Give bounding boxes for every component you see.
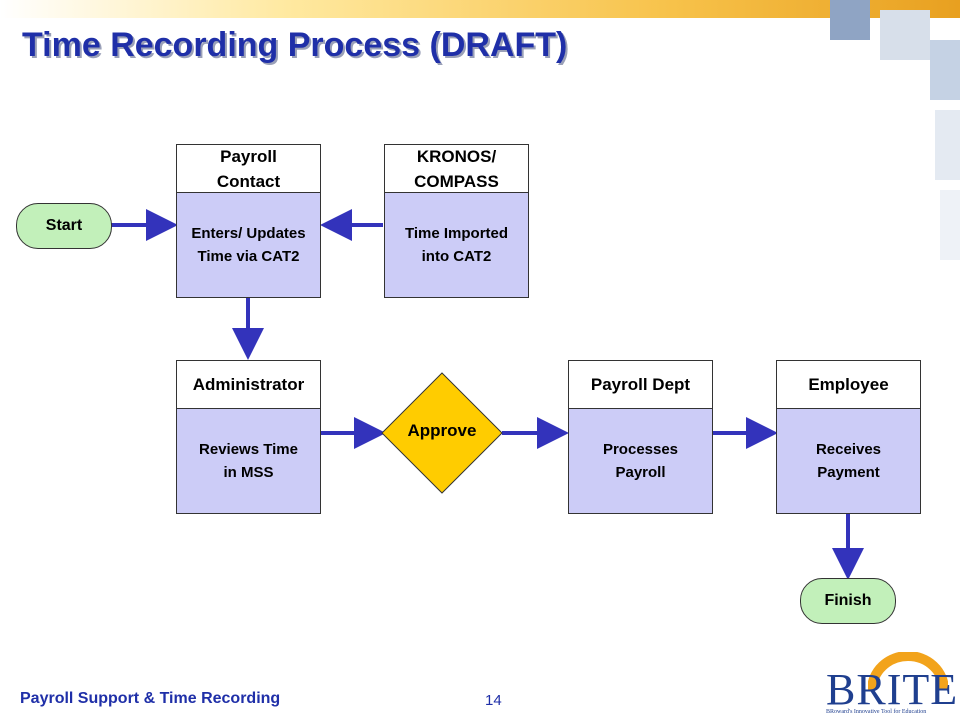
decorative-block bbox=[935, 110, 960, 180]
payroll-contact-header: Payroll Contact bbox=[177, 145, 320, 193]
employee-box: Employee Receives Payment bbox=[776, 360, 921, 514]
payroll-dept-header: Payroll Dept bbox=[569, 361, 712, 409]
footer-title: Payroll Support & Time Recording bbox=[20, 690, 281, 707]
payroll-dept-body: Processes Payroll bbox=[569, 409, 712, 513]
start-label: Start bbox=[45, 217, 83, 234]
administrator-body: Reviews Time in MSS bbox=[177, 409, 320, 513]
approve-label: Approve bbox=[407, 421, 477, 440]
administrator-header: Administrator bbox=[177, 361, 320, 409]
page-number: 14 bbox=[485, 692, 502, 709]
top-gradient-bar bbox=[0, 0, 960, 18]
finish-label: Finish bbox=[824, 592, 872, 609]
payroll-contact-body: Enters/ Updates Time via CAT2 bbox=[177, 193, 320, 297]
approve-decision-diamond bbox=[381, 372, 503, 494]
page-title: Time Recording Process (DRAFT) bbox=[22, 26, 568, 64]
employee-header: Employee bbox=[777, 361, 920, 409]
employee-body: Receives Payment bbox=[777, 409, 920, 513]
decorative-block bbox=[880, 10, 930, 60]
sun-arc-logo-icon bbox=[868, 652, 948, 691]
payroll-contact-box: Payroll Contact Enters/ Updates Time via… bbox=[176, 144, 321, 298]
start-terminal: Start bbox=[16, 203, 112, 249]
administrator-box: Administrator Reviews Time in MSS bbox=[176, 360, 321, 514]
payroll-dept-box: Payroll Dept Processes Payroll bbox=[568, 360, 713, 514]
brite-logo: BRITE bbox=[826, 665, 959, 714]
kronos-compass-box: KRONOS/ COMPASS Time Imported into CAT2 bbox=[384, 144, 529, 298]
decorative-block bbox=[940, 190, 960, 260]
finish-terminal: Finish bbox=[800, 578, 896, 624]
decorative-block bbox=[930, 40, 960, 100]
kronos-compass-body: Time Imported into CAT2 bbox=[385, 193, 528, 297]
brite-tagline: BRoward's Innovative Tool for Education bbox=[826, 709, 927, 715]
decorative-block bbox=[830, 0, 870, 40]
kronos-compass-header: KRONOS/ COMPASS bbox=[385, 145, 528, 193]
